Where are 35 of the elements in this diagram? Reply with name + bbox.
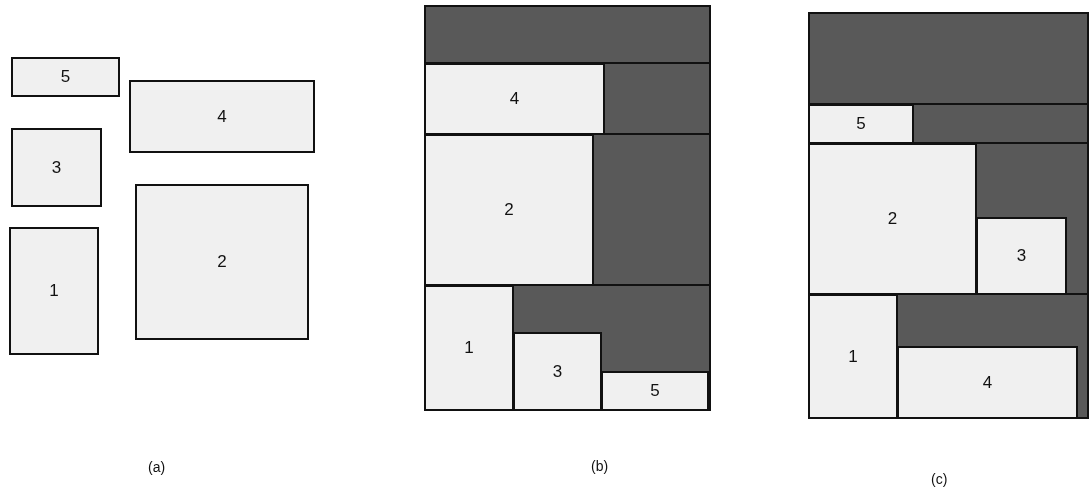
panel-label: (a) [148, 459, 166, 475]
item-number: 5 [650, 381, 660, 401]
item-rectangle [808, 104, 914, 144]
item-number: 1 [464, 338, 474, 358]
item-number: 3 [1016, 246, 1027, 266]
item-rectangle [135, 184, 309, 340]
item-number: 2 [887, 209, 898, 229]
item-rectangle [808, 143, 977, 295]
strip-container [808, 12, 1089, 419]
item-number: 2 [504, 200, 514, 220]
item-rectangle [808, 294, 898, 419]
item-rectangle [129, 80, 315, 153]
item-number: 1 [848, 346, 858, 367]
item-rectangle [976, 217, 1067, 295]
item-number: 4 [982, 372, 993, 393]
item-rectangle [11, 128, 102, 207]
item-number: 3 [552, 361, 563, 382]
item-rectangle [11, 57, 120, 97]
item-rectangle [424, 63, 605, 135]
item-number: 5 [856, 114, 866, 134]
strip-container [424, 5, 711, 411]
panel-label: (b) [591, 458, 609, 474]
item-rectangle [513, 332, 602, 411]
item-rectangle [424, 285, 514, 411]
item-number: 3 [51, 157, 62, 178]
item-rectangle [897, 346, 1078, 419]
item-number: 4 [217, 106, 227, 127]
item-number: 5 [60, 67, 71, 87]
item-rectangle [9, 227, 99, 355]
item-number: 2 [217, 252, 227, 272]
panel-label: (c) [931, 471, 948, 487]
item-rectangle [424, 134, 594, 286]
item-number: 4 [509, 89, 520, 109]
item-number: 1 [49, 281, 59, 301]
item-rectangle [601, 371, 709, 411]
